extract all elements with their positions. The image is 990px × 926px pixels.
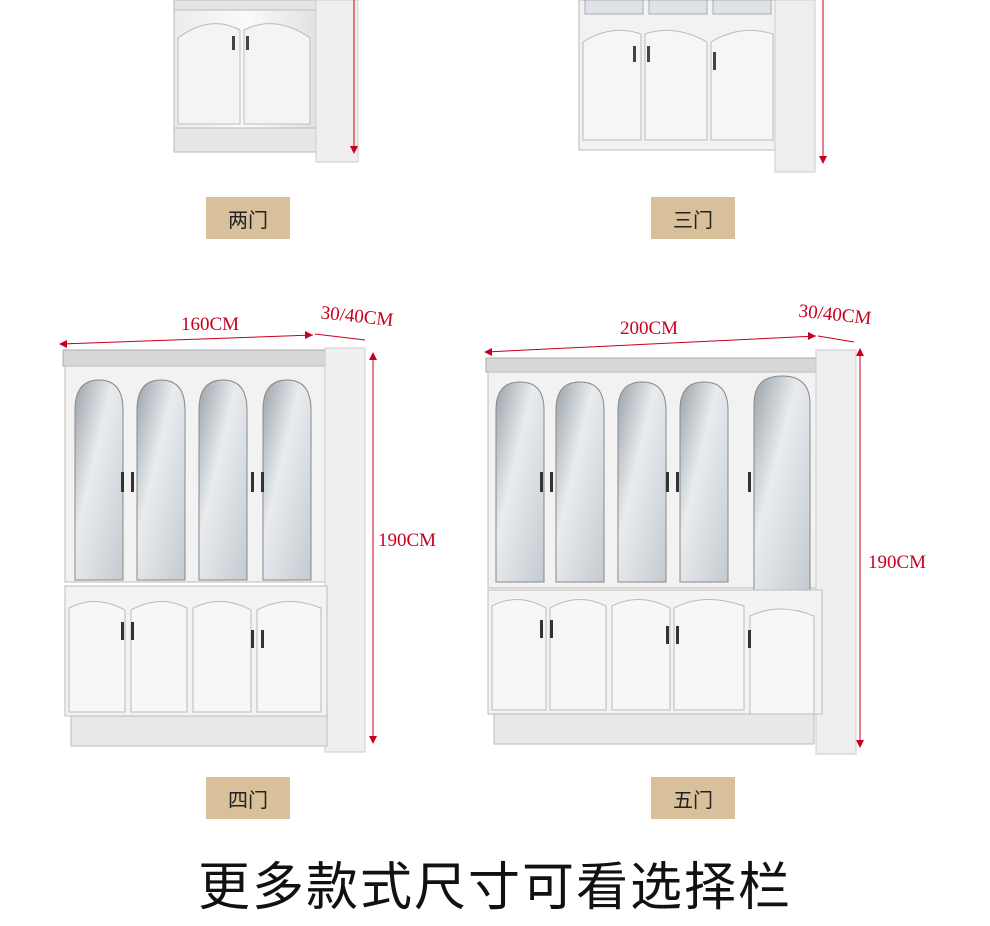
three-door-cabinet-image — [578, 0, 827, 173]
footer-caption: 更多款式尺寸可看选择栏 — [197, 858, 792, 918]
four-height-label: 190CM — [378, 530, 436, 551]
four-door-label: 四门 — [206, 777, 290, 819]
two-door-label: 两门 — [206, 197, 290, 239]
four-depth-label: 30/40CM — [320, 302, 395, 331]
five-door-cabinet-image: 200CM 30/40CM 190CM — [484, 301, 926, 755]
four-width-label: 160CM — [181, 314, 239, 335]
five-width-label: 200CM — [620, 318, 678, 339]
five-door-label: 五门 — [651, 777, 735, 819]
two-door-cabinet-image — [173, 0, 359, 163]
five-depth-label: 30/40CM — [798, 301, 873, 330]
four-door-cabinet-image: 160CM 30/40CM 190CM — [59, 302, 436, 753]
five-height-label: 190CM — [868, 552, 926, 573]
three-door-label: 三门 — [651, 197, 735, 239]
